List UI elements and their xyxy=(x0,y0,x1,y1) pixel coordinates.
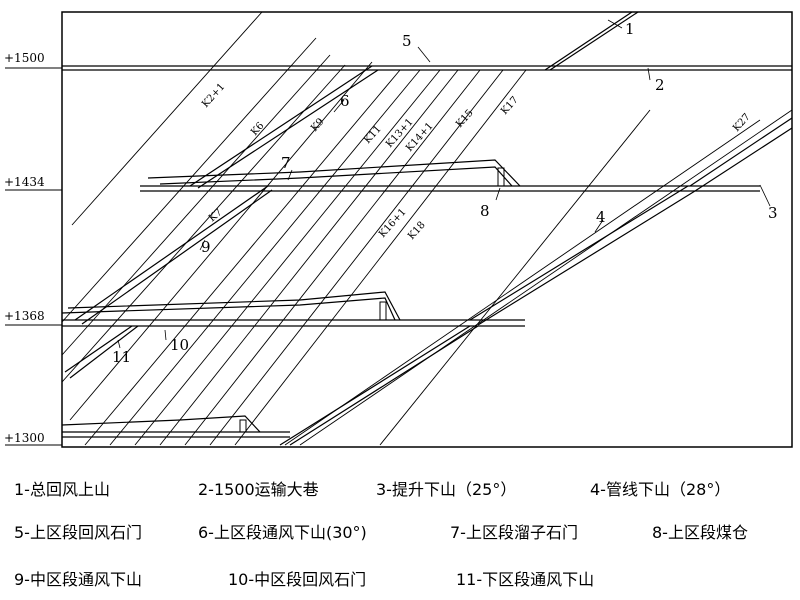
level-label-4: +1300 xyxy=(4,431,45,445)
legend-item-3: 3-提升下山（25°） xyxy=(376,480,517,499)
part-number-3: 3 xyxy=(768,204,778,222)
seam-label-k6: K6 xyxy=(249,120,266,138)
coal-seam-lines xyxy=(61,11,793,446)
legend-item-1: 1-总回风上山 xyxy=(14,480,110,499)
seam-label-k15: K15 xyxy=(454,108,476,130)
part-number-2: 2 xyxy=(655,76,665,94)
part-number-1: 1 xyxy=(625,20,635,38)
level-label-3: +1368 xyxy=(4,309,45,323)
legend-item-4: 4-管线下山（28°） xyxy=(590,480,731,499)
part-number-4: 4 xyxy=(596,208,606,226)
legend-item-7: 7-上区段溜子石门 xyxy=(450,523,578,542)
part-number-5: 5 xyxy=(402,32,412,50)
legend-item-5: 5-上区段回风石门 xyxy=(14,523,142,542)
level-label-2: +1434 xyxy=(4,175,45,189)
seam-label-k18: K18 xyxy=(406,220,428,242)
seam-label-k17: K17 xyxy=(499,95,521,117)
inclined-drifts xyxy=(64,11,793,446)
part-number-6: 6 xyxy=(340,92,350,110)
legend-item-8: 8-上区段煤仓 xyxy=(652,523,748,542)
legend-item-9: 9-中区段通风下山 xyxy=(14,570,142,589)
part-number-11: 11 xyxy=(112,348,131,366)
level-ticks xyxy=(5,67,62,446)
part-number-8: 8 xyxy=(480,202,490,220)
seam-label-k7: K7 xyxy=(207,207,225,224)
part-number-10: 10 xyxy=(170,336,189,354)
legend-item-6: 6-上区段通风下山(30°) xyxy=(198,523,367,542)
part-number-9: 9 xyxy=(201,238,211,256)
level-label-1: +1500 xyxy=(4,51,45,65)
coal-bins xyxy=(239,167,505,433)
seam-label-k2-1: K2+1 xyxy=(200,81,227,110)
legend-item-10: 10-中区段回风石门 xyxy=(228,570,367,589)
legend-item-11: 11-下区段通风下山 xyxy=(456,570,595,589)
part-number-7: 7 xyxy=(281,154,291,172)
seam-label-k27: K27 xyxy=(731,112,753,134)
leader-lines xyxy=(117,19,771,349)
mine-roadway-diagram: +1500 +1434 +1368 +1300 1 2 3 4 5 6 7 8 … xyxy=(4,11,793,448)
legend: 1-总回风上山 2-1500运输大巷 3-提升下山（25°） 4-管线下山（28… xyxy=(0,458,800,600)
diagram-frame xyxy=(61,11,793,448)
legend-item-2: 2-1500运输大巷 xyxy=(198,480,319,499)
